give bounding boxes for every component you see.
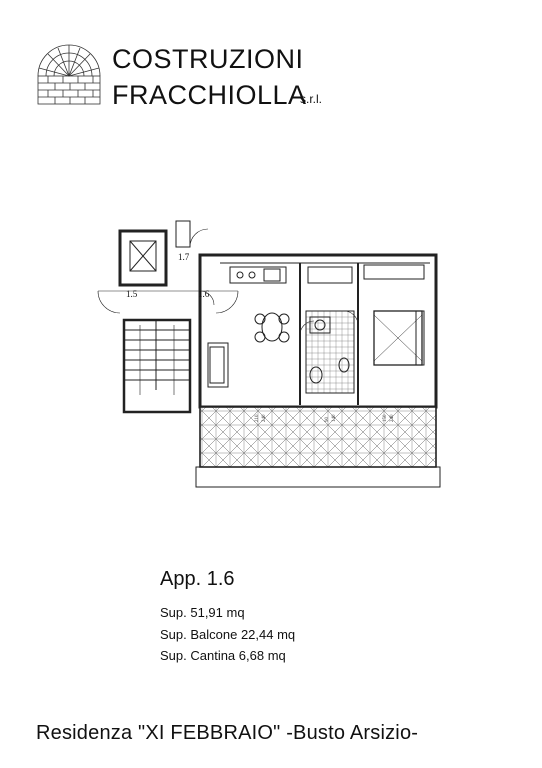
cellar-surface: Sup. Cantina 6,68 mq [160,648,286,663]
company-name-line1: COSTRUZIONI [112,44,304,74]
door-dim-6: 240 [390,414,395,422]
company-legal-suffix: s.r.l. [300,92,323,106]
door-dim-2: 240 [262,414,267,422]
plan-label-unit-1-6: 1.6 [198,289,210,299]
plan-label-landing: 1.7 [178,252,190,262]
door-dim-5: 150 [383,414,388,422]
apartment-surface: Sup. 51,91 mq [160,605,245,620]
door-dim-3: 90 [325,417,330,423]
floor-plan: 1.7 1.5 1.6 210 240 90 140 150 240 [97,220,441,488]
apartment-title: App. 1.6 [160,568,235,590]
balcony-surface: Sup. Balcone 22,44 mq [160,627,296,642]
door-dim-1: 210 [255,414,260,422]
plan-label-unit-1-5: 1.5 [126,289,138,299]
company-logo-mark [37,44,101,105]
residence-title: Residenza "XI FEBBRAIO" -Busto Arsizio- [36,722,419,744]
company-name-line2: FRACCHIOLLA [112,80,307,110]
door-dim-4: 140 [332,414,337,422]
